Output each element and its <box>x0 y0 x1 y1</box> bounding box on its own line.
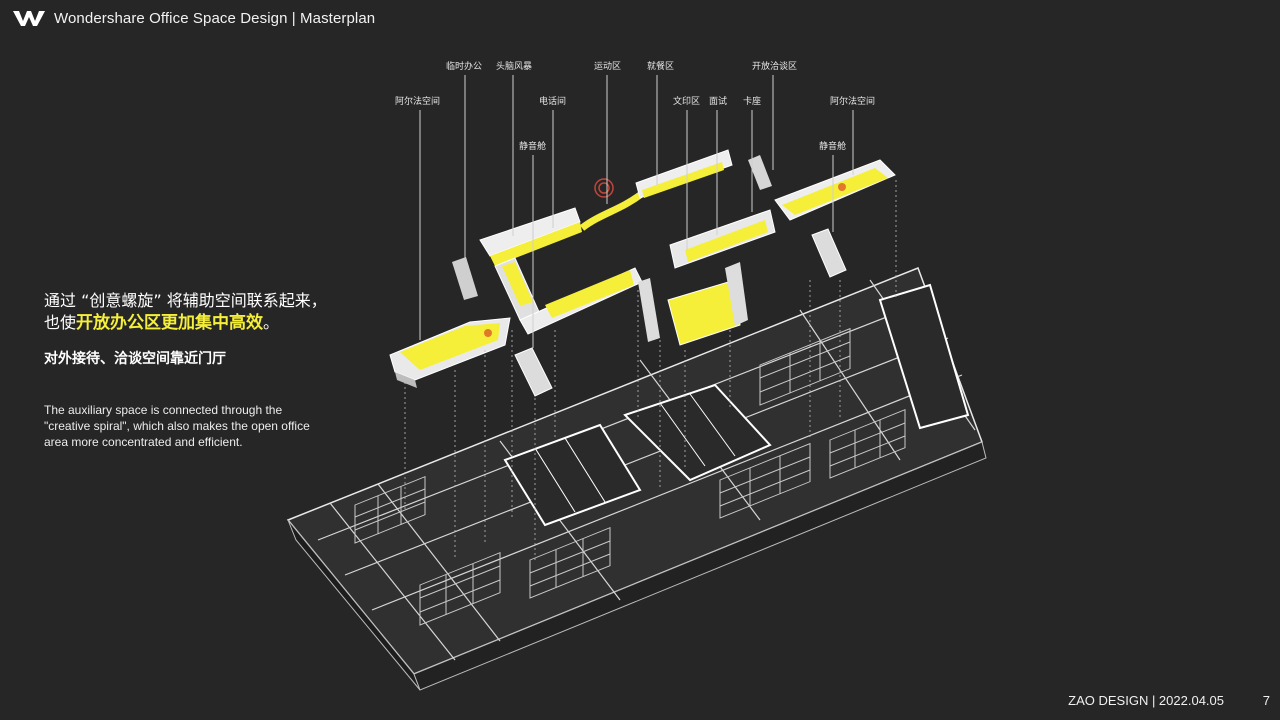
cn-quote: “创意螺旋” <box>81 291 162 310</box>
leader-lines <box>419 75 854 348</box>
description-block: 通过 “创意螺旋” 将辅助空间联系起来， 也使开放办公区更加集中高效。 对外接待… <box>44 290 344 450</box>
page-title: Wondershare Office Space Design | Master… <box>54 9 376 27</box>
page-number: 7 <box>1262 693 1270 708</box>
en-description: The auxiliary space is connected through… <box>44 403 310 449</box>
auxiliary-volumes <box>389 149 896 397</box>
cn-text: 。 <box>263 313 280 332</box>
label-alpha-space-left: 阿尔法空间 <box>395 95 440 107</box>
label-sports-area: 运动区 <box>594 61 621 72</box>
footer-credit: ZAO DESIGN | 2022.04.05 <box>1068 693 1224 708</box>
cn-line-2: 也使开放办公区更加集中高效。 <box>44 312 344 334</box>
label-open-talk-area: 开放洽谈区 <box>752 60 797 72</box>
cn-text: 将辅助空间联系起来， <box>166 291 327 310</box>
label-quiet-pod-left: 静音舱 <box>519 140 546 152</box>
label-alpha-space-right: 阿尔法空间 <box>830 95 875 107</box>
label-brainstorm: 头脑风暴 <box>496 60 532 72</box>
header: Wondershare Office Space Design | Master… <box>12 6 375 30</box>
cn-subheading: 对外接待、洽谈空间靠近门厅 <box>44 351 226 367</box>
wondershare-logo-icon <box>13 11 45 26</box>
label-interview: 面试 <box>709 95 727 107</box>
space-labels: 阿尔法空间 临时办公 头脑风暴 电话间 静音舱 运动区 就餐区 文印区 面试 卡… <box>395 60 875 152</box>
label-phone-room: 电话间 <box>539 95 566 107</box>
projection-lines <box>404 180 897 560</box>
label-booth: 卡座 <box>743 95 761 107</box>
label-temp-office: 临时办公 <box>446 60 482 72</box>
cn-text: 通过 <box>44 291 77 310</box>
label-print-area: 文印区 <box>673 95 700 107</box>
label-dining-area: 就餐区 <box>647 60 674 72</box>
cn-highlight: 开放办公区更加集中高效 <box>76 313 264 333</box>
cn-text: 也使 <box>44 313 77 332</box>
label-quiet-pod-right: 静音舱 <box>819 140 846 152</box>
floor-plan <box>286 267 987 691</box>
cn-line-1: 通过 “创意螺旋” 将辅助空间联系起来， <box>44 290 344 312</box>
